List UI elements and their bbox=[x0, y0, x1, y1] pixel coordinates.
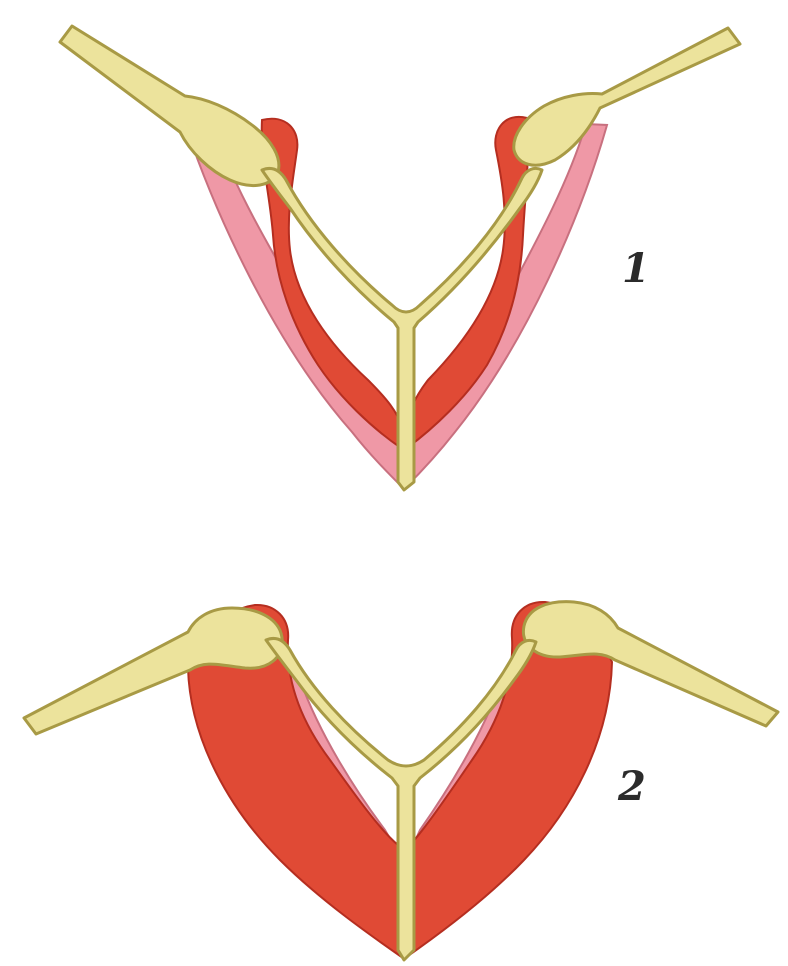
panel-1: 1 bbox=[60, 26, 740, 490]
panel-1-left-humerus bbox=[60, 26, 279, 186]
panel-1-label: 1 bbox=[622, 245, 650, 292]
panel-1-right-humerus bbox=[514, 28, 740, 165]
panel-2: 2 bbox=[24, 602, 778, 960]
panel-2-label: 2 bbox=[617, 763, 646, 810]
